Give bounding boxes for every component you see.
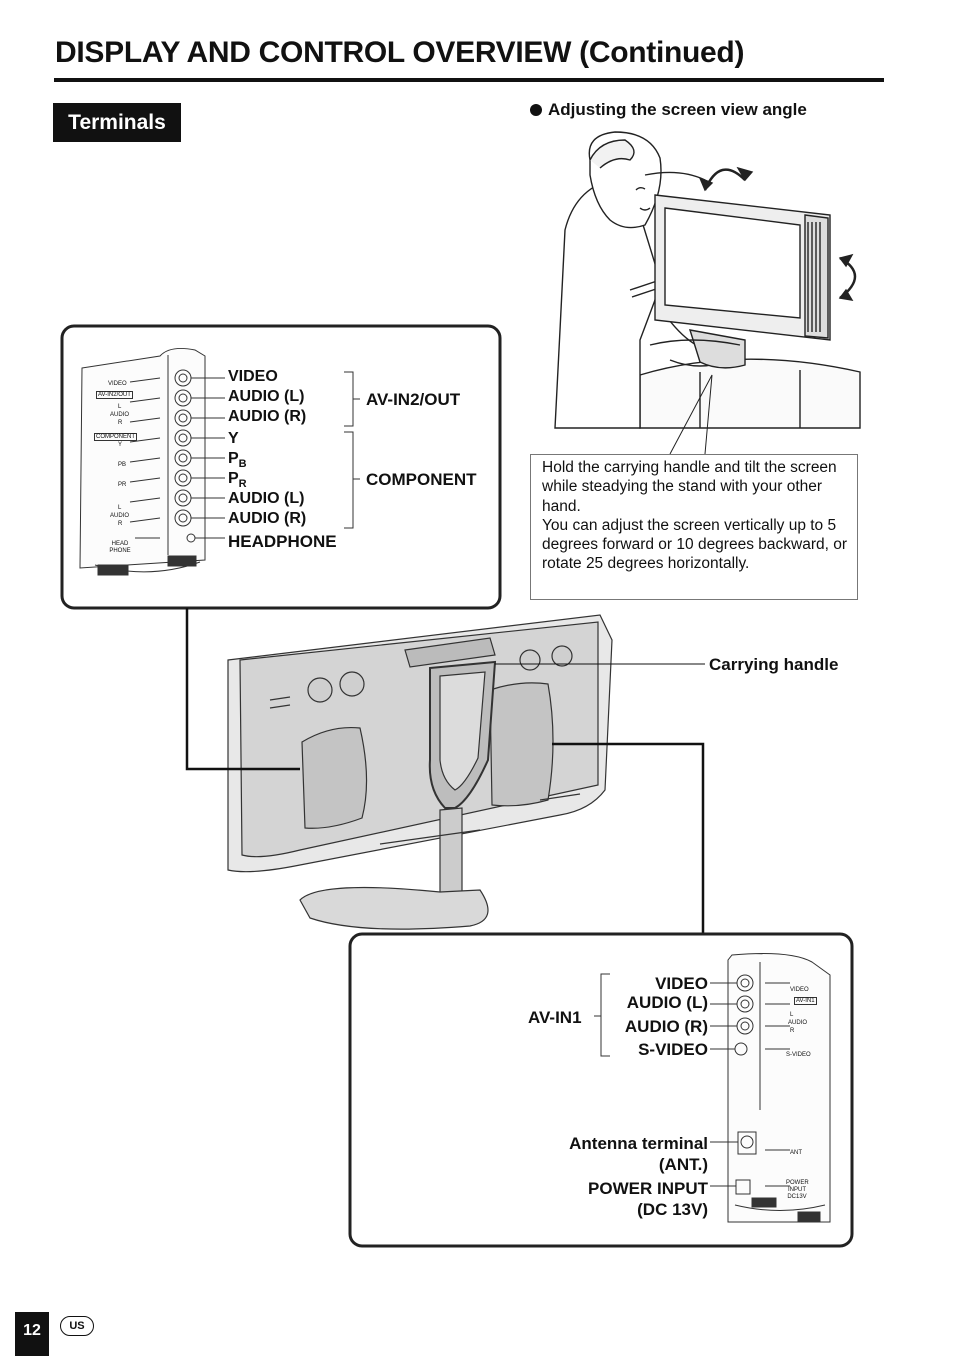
group-component: COMPONENT [366, 470, 477, 489]
upper-terminal-diagram [79, 348, 360, 576]
tv-rear-illustration [227, 614, 613, 930]
label-pb: PB [228, 450, 247, 471]
label-audio-r-2: AUDIO (R) [228, 510, 307, 527]
label-audio-l: AUDIO (L) [228, 388, 305, 405]
label-av-in1-s-video: S-VIDEO [638, 1040, 708, 1059]
label-pr: PR [228, 470, 247, 491]
mini-label-r2: R [118, 521, 123, 527]
mini-label-component: COMPONENT [94, 433, 137, 441]
mini-label-pr: PR [118, 482, 127, 488]
group-av-in2-out: AV-IN2/OUT [366, 390, 461, 409]
label-antenna-terminal: Antenna terminal (ANT.) [569, 1134, 708, 1174]
mini-label-video: VIDEO [108, 381, 127, 387]
mini-label-r-lower: R [790, 1028, 795, 1034]
label-av-in1-video: VIDEO [655, 974, 708, 993]
mini-label-l2: L [118, 505, 122, 511]
label-av-in1-audio-r: AUDIO (R) [624, 1017, 708, 1036]
mini-label-ant: ANT [790, 1150, 802, 1156]
view-angle-heading: Adjusting the screen view angle [530, 100, 807, 120]
label-carrying-handle: Carrying handle [709, 655, 839, 674]
label-power-input: POWER INPUT (DC 13V) [588, 1179, 708, 1219]
label-headphone: HEADPHONE [228, 532, 337, 551]
mini-label-l: L [118, 404, 122, 410]
mini-label-pb: PB [118, 462, 127, 468]
group-av-in1: AV-IN1 [528, 1008, 582, 1027]
mini-label-av-in1: AV-IN1 [794, 997, 817, 1005]
mini-label-power: POWER INPUT DC13V [786, 1180, 809, 1200]
page-title: DISPLAY AND CONTROL OVERVIEW (Continued) [55, 36, 745, 69]
mini-label-av-in2: AV-IN2/OUT [96, 391, 133, 399]
section-heading-terminals: Terminals [53, 103, 181, 142]
label-audio-l-2: AUDIO (L) [228, 490, 305, 507]
label-video: VIDEO [228, 368, 278, 385]
lower-panel-frame [348, 932, 854, 1248]
view-angle-heading-text: Adjusting the screen view angle [548, 100, 807, 119]
mini-label-headphone: HEAD PHONE [109, 541, 131, 554]
callout-connectors [185, 608, 705, 934]
view-angle-note: Hold the carrying handle and tilt the sc… [542, 459, 847, 573]
mini-label-audio: AUDIO [110, 412, 130, 418]
mini-label-s-video: S-VIDEO [786, 1052, 811, 1058]
mini-label-audio-lower: AUDIO [788, 1020, 808, 1026]
person-illustration [554, 131, 861, 455]
label-y: Y [228, 430, 239, 447]
label-av-in1-audio-l: AUDIO (L) [626, 993, 708, 1012]
label-audio-r: AUDIO (R) [228, 408, 307, 425]
region-badge: US [60, 1316, 94, 1336]
upper-panel-frame [60, 324, 502, 610]
title-rule [54, 78, 884, 82]
view-angle-callout [530, 454, 858, 600]
mini-label-l-lower: L [790, 1012, 794, 1018]
mini-label-y: Y [118, 442, 123, 448]
page-number: 12 [15, 1312, 49, 1356]
lower-terminal-diagram [594, 953, 831, 1223]
mini-label-audio2: AUDIO [110, 513, 130, 519]
bullet-icon [530, 104, 542, 116]
mini-label-r: R [118, 420, 123, 426]
mini-label-video-ant: VIDEO [790, 987, 809, 993]
